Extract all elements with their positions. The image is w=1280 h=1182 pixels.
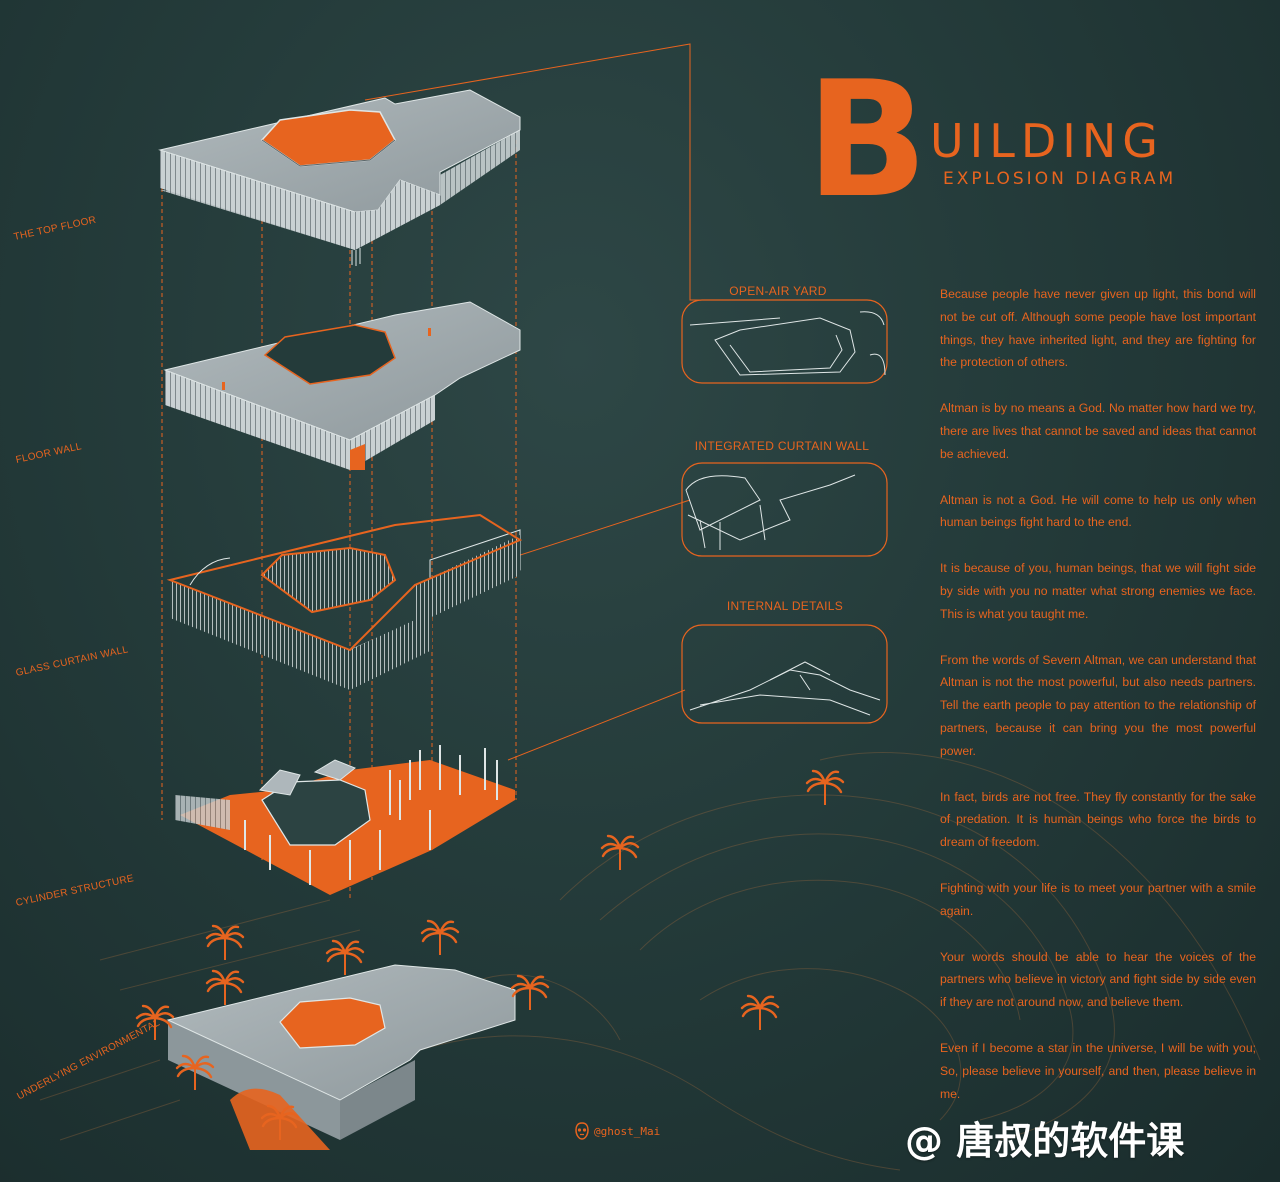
detail-frames	[681, 299, 888, 724]
cylinder-structure	[175, 745, 515, 895]
handle-text: @ghost_Mai	[594, 1124, 661, 1138]
author-handle: @ghost_Mai	[574, 1122, 660, 1140]
title-initial: B	[806, 46, 928, 233]
description-text: Because people have never given up light…	[940, 283, 1256, 1128]
paragraph: It is because of you, human beings, that…	[940, 561, 1256, 621]
ground-level-building	[166, 964, 516, 1150]
paragraph: Altman is not a God. He will come to hel…	[940, 492, 1256, 530]
subtitle: EXPLOSION DIAGRAM	[943, 169, 1177, 189]
paragraph: In fact, birds are not free. They fly co…	[940, 789, 1256, 850]
detail-title-open-air-yard: OPEN-AIR YARD	[729, 284, 827, 298]
title-rest: UILDING	[930, 114, 1164, 168]
paragraph: Altman is by no means a God. No matter h…	[940, 401, 1256, 461]
paragraph: Because people have never given up light…	[940, 287, 1256, 370]
detail-title-curtain-wall: INTEGRATED CURTAIN WALL	[694, 439, 870, 453]
paragraph: From the words of Severn Altman, we can …	[940, 652, 1256, 758]
watermark: @ 唐叔的软件课	[905, 1119, 1185, 1163]
detail-sketches	[685, 311, 886, 716]
site-plan-lines	[39, 752, 1261, 1171]
detail-title-internal-details: INTERNAL DETAILS	[726, 599, 844, 613]
glass-curtain-wall	[166, 513, 523, 690]
paragraph: Even if I become a star in the universe,…	[940, 1040, 1256, 1101]
top-floor-slab	[158, 89, 521, 266]
floor-wall-slab	[163, 301, 521, 470]
paragraph: Your words should be able to hear the vo…	[940, 949, 1256, 1010]
mask-icon	[575, 1122, 589, 1140]
paragraph: Fighting with your life is to meet your …	[940, 880, 1256, 918]
